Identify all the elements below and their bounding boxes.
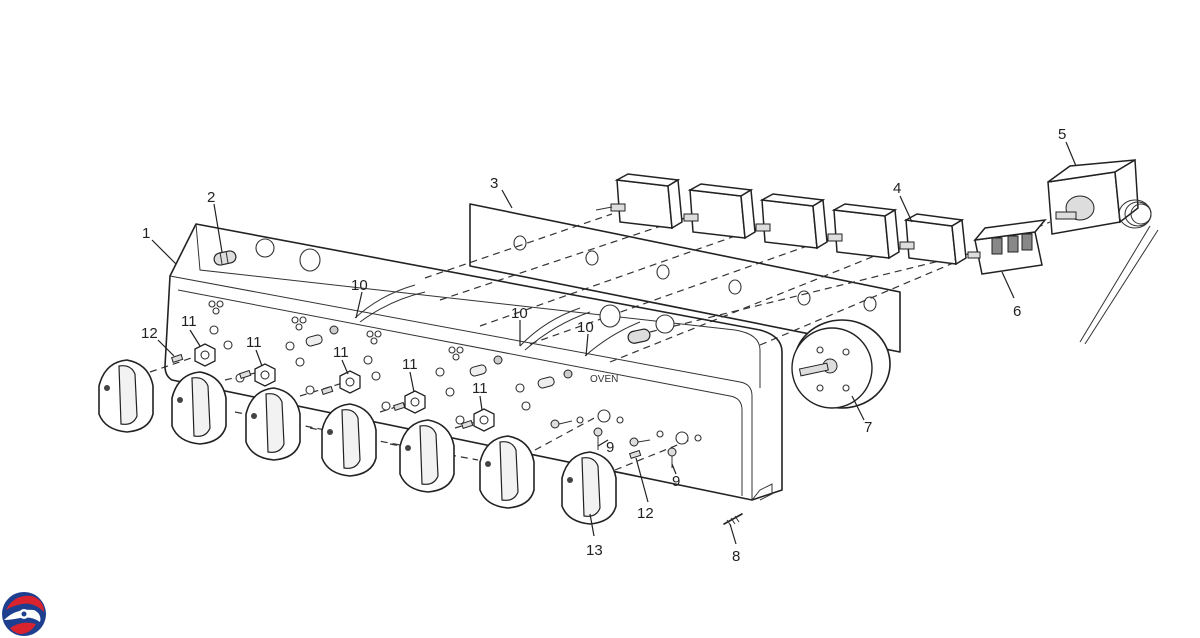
callout-1: 1: [142, 225, 150, 242]
rotary-switch: [755, 193, 828, 250]
rotary-switches: [595, 173, 967, 266]
callout-9-lower: 9: [672, 473, 680, 490]
control-knob: [98, 359, 154, 433]
rotary-switch: [827, 203, 900, 260]
control-knobs: [98, 359, 617, 525]
hex-nut: [473, 408, 495, 432]
ignition-leads: [354, 284, 641, 357]
part-2-grommet: [213, 250, 237, 266]
callout-11-third: 11: [333, 344, 349, 361]
callout-6: 6: [1013, 303, 1021, 320]
callout-11-first: 11: [181, 313, 197, 330]
callout-13: 13: [586, 542, 603, 559]
control-knob: [245, 387, 301, 461]
clips: [170, 353, 642, 460]
panel-oven-label: OVEN: [590, 374, 618, 385]
panel-spindles: [305, 325, 573, 389]
rotary-switch: [595, 173, 683, 230]
mounting-plate: [469, 203, 901, 353]
screws: [550, 409, 702, 468]
hex-nut: [339, 370, 361, 394]
callout-leaders: [151, 141, 1077, 545]
panel-face-holes: [208, 300, 531, 425]
rotary-switch: [899, 213, 967, 266]
callout-10-right: 10: [577, 319, 594, 336]
callout-12-right: 12: [637, 505, 654, 522]
hex-nut: [194, 343, 216, 367]
callout-11-fifth: 11: [472, 380, 488, 397]
control-knob: [399, 419, 455, 493]
mounting-plate-holes: [513, 235, 877, 312]
callout-4: 4: [893, 180, 901, 197]
hex-nut: [254, 363, 276, 387]
callout-11-second: 11: [246, 334, 262, 351]
callout-labels: 1 2 3 4 5 6 7 8 9 9 10 10 10 11 11 11 11…: [141, 126, 1066, 565]
callout-5: 5: [1058, 126, 1066, 143]
callout-2: 2: [207, 189, 215, 206]
switch-nuts: [194, 343, 495, 432]
control-knob: [321, 403, 377, 477]
part-8-screw: [723, 483, 773, 527]
control-knob: [171, 371, 227, 445]
timer: [791, 319, 891, 409]
callout-3: 3: [490, 175, 498, 192]
hex-nut: [404, 390, 426, 414]
callout-10-middle: 10: [511, 305, 528, 322]
callout-9-upper: 9: [606, 439, 614, 456]
part-2-grommet-right: [627, 328, 651, 344]
control-knob: [479, 435, 535, 509]
rotary-switch: [683, 183, 756, 240]
callout-11-fourth: 11: [402, 356, 418, 373]
control-panel-housing: OVEN: [164, 223, 783, 501]
callout-10-left: 10: [351, 277, 368, 294]
swirl-logo-icon: [2, 592, 46, 636]
thermostat: [1047, 158, 1159, 345]
callout-8: 8: [732, 548, 740, 565]
callout-12-left: 12: [141, 325, 158, 342]
callout-7: 7: [864, 419, 872, 436]
control-knob: [561, 451, 617, 525]
selector-switch: [967, 219, 1047, 275]
